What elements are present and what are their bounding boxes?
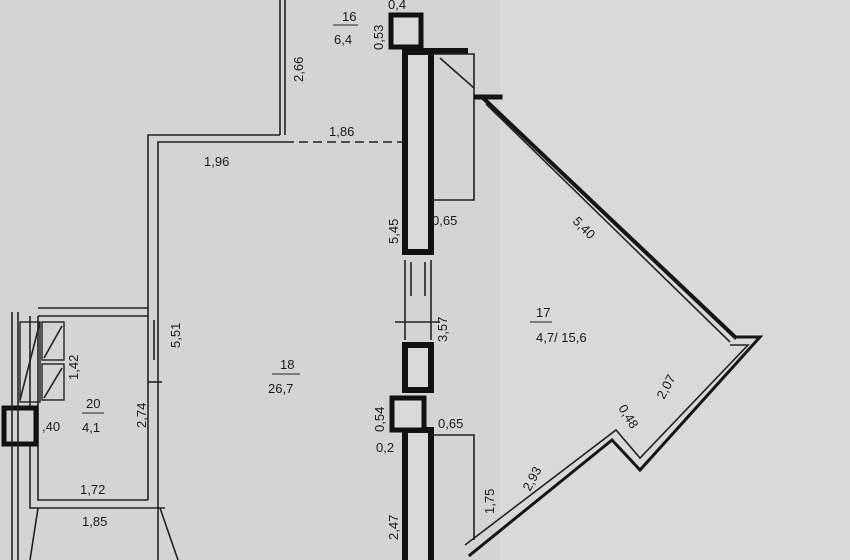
dimension-labels: 0,4 0,53 2,66 1,86 1,96 5,45 0,65 5,40 5… (42, 0, 679, 540)
room-20-number: 20 (86, 396, 100, 411)
room-labels: 16 6,4 17 4,7/ 15,6 18 26,7 20 4,1 (82, 9, 587, 435)
room-17-wall-5-40 (479, 94, 738, 340)
dim-0-40: ,40 (42, 419, 60, 434)
dim-1-96: 1,96 (204, 154, 229, 169)
dim-0-53: 0,53 (371, 25, 386, 50)
dim-1-86: 1,86 (329, 124, 354, 139)
room-17-outline (431, 53, 764, 558)
column-top (388, 12, 424, 50)
room-17-outer-wall (467, 335, 764, 558)
wall-stub-top (420, 48, 468, 54)
dim-1-85: 1,85 (82, 514, 107, 529)
dim-0-54: 0,54 (372, 407, 387, 432)
room-18-area: 26,7 (268, 381, 293, 396)
room-20-outline (1, 307, 179, 560)
room-16-number: 16 (342, 9, 356, 24)
vent-diagonal-upper (43, 325, 63, 359)
dim-1-75: 1,75 (482, 489, 497, 514)
shaft-left (19, 321, 41, 403)
dim-0-65-top: 0,65 (432, 213, 457, 228)
room-20-left-bottom-wall (37, 316, 148, 501)
central-wall-upper (402, 49, 434, 255)
dim-5-51: 5,51 (168, 323, 183, 348)
room-17-niche-lower (431, 434, 475, 540)
central-wall (388, 12, 468, 560)
column-left (1, 405, 39, 447)
dim-0-2: 0,2 (376, 440, 394, 455)
dim-1-42: 1,42 (66, 355, 81, 380)
dim-3-57: 3,57 (435, 317, 450, 342)
room-18-outer-wall (147, 134, 280, 308)
dim-0-4: 0,4 (388, 0, 406, 12)
room-20-outer-wall (29, 316, 165, 509)
vent-diagonal-lower (43, 367, 63, 399)
room-lower-wall (29, 507, 39, 560)
room-16-area: 6,4 (334, 32, 352, 47)
dim-2-74: 2,74 (134, 403, 149, 428)
room-17-inner-wall (464, 344, 750, 546)
shaft-diagonal (19, 321, 41, 401)
dim-0-65-bottom: 0,65 (438, 416, 463, 431)
room-20-area: 4,1 (82, 420, 100, 435)
vent-box-upper (41, 321, 65, 361)
dim-2-47: 2,47 (386, 515, 401, 540)
central-wall-mid (402, 342, 434, 393)
room-lower-diagonal (159, 507, 179, 560)
room-17-niche-diagonal (439, 57, 475, 89)
column-mid (389, 395, 427, 433)
room-17-niche-upper (431, 53, 475, 201)
room-18-inner-wall (157, 141, 285, 560)
room-17-area: 4,7/ 15,6 (536, 330, 587, 345)
room-18-outline (147, 0, 405, 560)
dim-5-45: 5,45 (386, 219, 401, 244)
vent-box-lower (41, 363, 65, 401)
dim-1-72: 1,72 (80, 482, 105, 497)
dim-2-66: 2,66 (291, 57, 306, 82)
room-17-wall-5-40-inner (485, 103, 731, 343)
central-wall-lower (402, 427, 434, 560)
room-18-number: 18 (280, 357, 294, 372)
room-17-number: 17 (536, 305, 550, 320)
